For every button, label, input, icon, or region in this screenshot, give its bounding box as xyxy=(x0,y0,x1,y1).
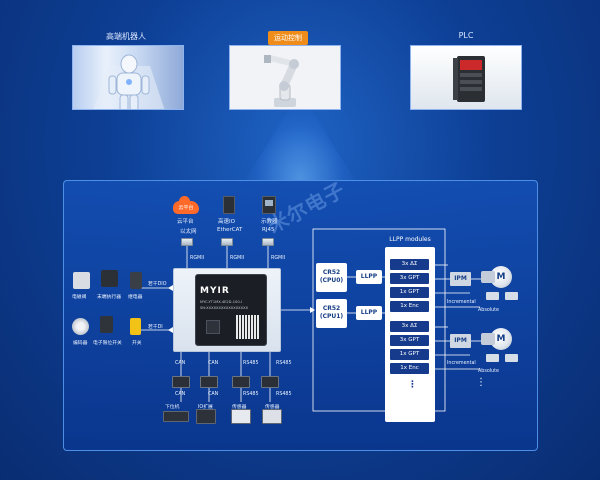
can-transceiver-1 xyxy=(172,376,190,388)
ethernet-port-icon xyxy=(181,238,193,246)
chip-brand: MYIR xyxy=(200,286,230,296)
cr52-cpu0-block: CR52 (CPU0) xyxy=(316,263,347,292)
can-transceiver-2 xyxy=(200,376,218,388)
sensor2-icon xyxy=(262,409,282,424)
encoder-box-2b xyxy=(505,354,518,362)
ipm-block-2: IPM xyxy=(450,334,471,348)
ethercat-label: EtherCAT xyxy=(217,227,243,233)
cloud-platform-icon xyxy=(173,196,199,214)
module-g2-3: 1x GPT xyxy=(390,349,429,360)
can-label-bottom-2: CAN xyxy=(208,392,219,397)
teach-pendant-device xyxy=(262,196,276,214)
rgmii-label-2: RGMII xyxy=(230,256,245,261)
io-ext-label: IO扩展 xyxy=(198,405,213,410)
host-device-icon xyxy=(163,411,189,422)
ethercat-port-icon xyxy=(221,238,233,246)
encoder-box-1a xyxy=(486,292,499,300)
motor-1-body xyxy=(481,271,495,283)
sensor2-label: 传感器 xyxy=(265,405,280,410)
app-label-robot: 高端机器人 xyxy=(106,32,146,41)
can-label-bottom-1: CAN xyxy=(175,392,186,397)
chip-pad xyxy=(206,320,220,334)
module-ellipsis: ⋮ xyxy=(408,380,417,390)
rgmii-label-3: RGMII xyxy=(271,256,286,261)
rs485-label-bottom-1: RS485 xyxy=(243,392,259,397)
encoder-box-2a xyxy=(486,354,499,362)
cr52-cpu1-block: CR52 (CPU1) xyxy=(316,299,347,328)
encoder-label: 编码器 xyxy=(73,341,88,346)
plc-image[interactable] xyxy=(410,45,522,110)
robot-arm-image[interactable] xyxy=(229,45,341,110)
module-g2-4: 1x Enc xyxy=(390,363,429,374)
ipm-block-1: IPM xyxy=(450,272,471,286)
encoder-box-1b xyxy=(505,292,518,300)
host-label: 下位机 xyxy=(165,405,180,410)
encoder-icon xyxy=(72,318,89,335)
rs485-transceiver-2 xyxy=(261,376,279,388)
can-label-top-1: CAN xyxy=(175,361,186,366)
incremental-label-1: Incremental xyxy=(447,300,476,305)
cr52-cpu1-line1: CR52 xyxy=(322,305,341,312)
cr52-cpu0-line2: (CPU0) xyxy=(319,277,344,284)
rs485-label-top-1: RS485 xyxy=(243,361,259,366)
module-g1-2: 3x GPT xyxy=(390,273,429,284)
llpp-block-1: LLPP xyxy=(356,306,382,320)
qr-code-icon xyxy=(236,315,260,339)
cloud-label: 云平台 xyxy=(177,219,194,225)
chip-model: MYC-YT1MX-4E2D-100-I xyxy=(200,300,242,304)
limit-label: 电子限位开关 xyxy=(93,341,122,346)
rs485-transceiver-1 xyxy=(232,376,250,388)
di-label: 若干DI xyxy=(148,325,163,330)
module-g1-3: 1x GPT xyxy=(390,287,429,298)
absolute-label-2: Absolute xyxy=(478,369,499,374)
chip-serial: SN:XXXXXXXXXXXXXXXXX xyxy=(200,306,249,310)
rs485-label-bottom-2: RS485 xyxy=(276,392,292,397)
switch-label: 开关 xyxy=(132,341,142,346)
motor-2: M xyxy=(490,328,512,350)
rs485-label-top-2: RS485 xyxy=(276,361,292,366)
llpp-block-0: LLPP xyxy=(356,270,382,284)
high-speed-io-label: 高速IO xyxy=(218,219,235,225)
module-g1-4: 1x Enc xyxy=(390,301,429,312)
dio-label: 若干DIO xyxy=(148,282,167,287)
actuator-label: 末端执行器 xyxy=(97,295,121,300)
io-expansion-icon xyxy=(196,409,216,424)
module-g1-1: 3x ΔΣ xyxy=(390,259,429,270)
relay-icon xyxy=(130,272,142,289)
switch-icon xyxy=(130,318,141,335)
teach-pendant-label: 示教器 xyxy=(261,219,278,225)
app-label-plc: PLC xyxy=(458,31,474,40)
end-effector-icon xyxy=(101,270,118,287)
incremental-label-2: Incremental xyxy=(447,361,476,366)
valve-label: 电磁阀 xyxy=(72,295,87,300)
motor-2-body xyxy=(481,333,495,345)
absolute-label-1: Absolute xyxy=(478,308,499,313)
app-label-motion-control[interactable]: 运动控制 xyxy=(268,31,308,45)
high-speed-io-device xyxy=(223,196,235,214)
cr52-cpu1-line2: (CPU1) xyxy=(319,313,344,320)
sensor1-icon xyxy=(231,409,251,424)
cr52-cpu0-line1: CR52 xyxy=(322,269,341,276)
ethernet-label: 以太网 xyxy=(180,229,197,235)
robot-arm-icon xyxy=(264,55,299,107)
llpp-modules-title: LLPP modules xyxy=(389,236,431,243)
solenoid-valve-icon xyxy=(73,272,90,289)
motor-1: M xyxy=(490,266,512,288)
motor-ellipsis: ⋮ xyxy=(476,377,486,388)
plc-device-icon xyxy=(453,56,485,102)
cloud-icon-text: 云平台 xyxy=(178,205,194,211)
relay-label: 继电器 xyxy=(128,295,143,300)
can-label-top-2: CAN xyxy=(208,361,219,366)
system-diagram-panel xyxy=(63,180,538,451)
robot-image[interactable] xyxy=(72,45,184,110)
humanoid-robot-icon xyxy=(93,54,165,109)
module-g2-1: 3x ΔΣ xyxy=(390,321,429,332)
sensor1-label: 传感器 xyxy=(232,405,247,410)
module-g2-2: 3x GPT xyxy=(390,335,429,346)
rj45-port-icon xyxy=(262,238,274,246)
rgmii-label-1: RGMII xyxy=(190,256,205,261)
limit-switch-icon xyxy=(100,316,113,333)
rj45-label: RJ45 xyxy=(262,227,275,233)
